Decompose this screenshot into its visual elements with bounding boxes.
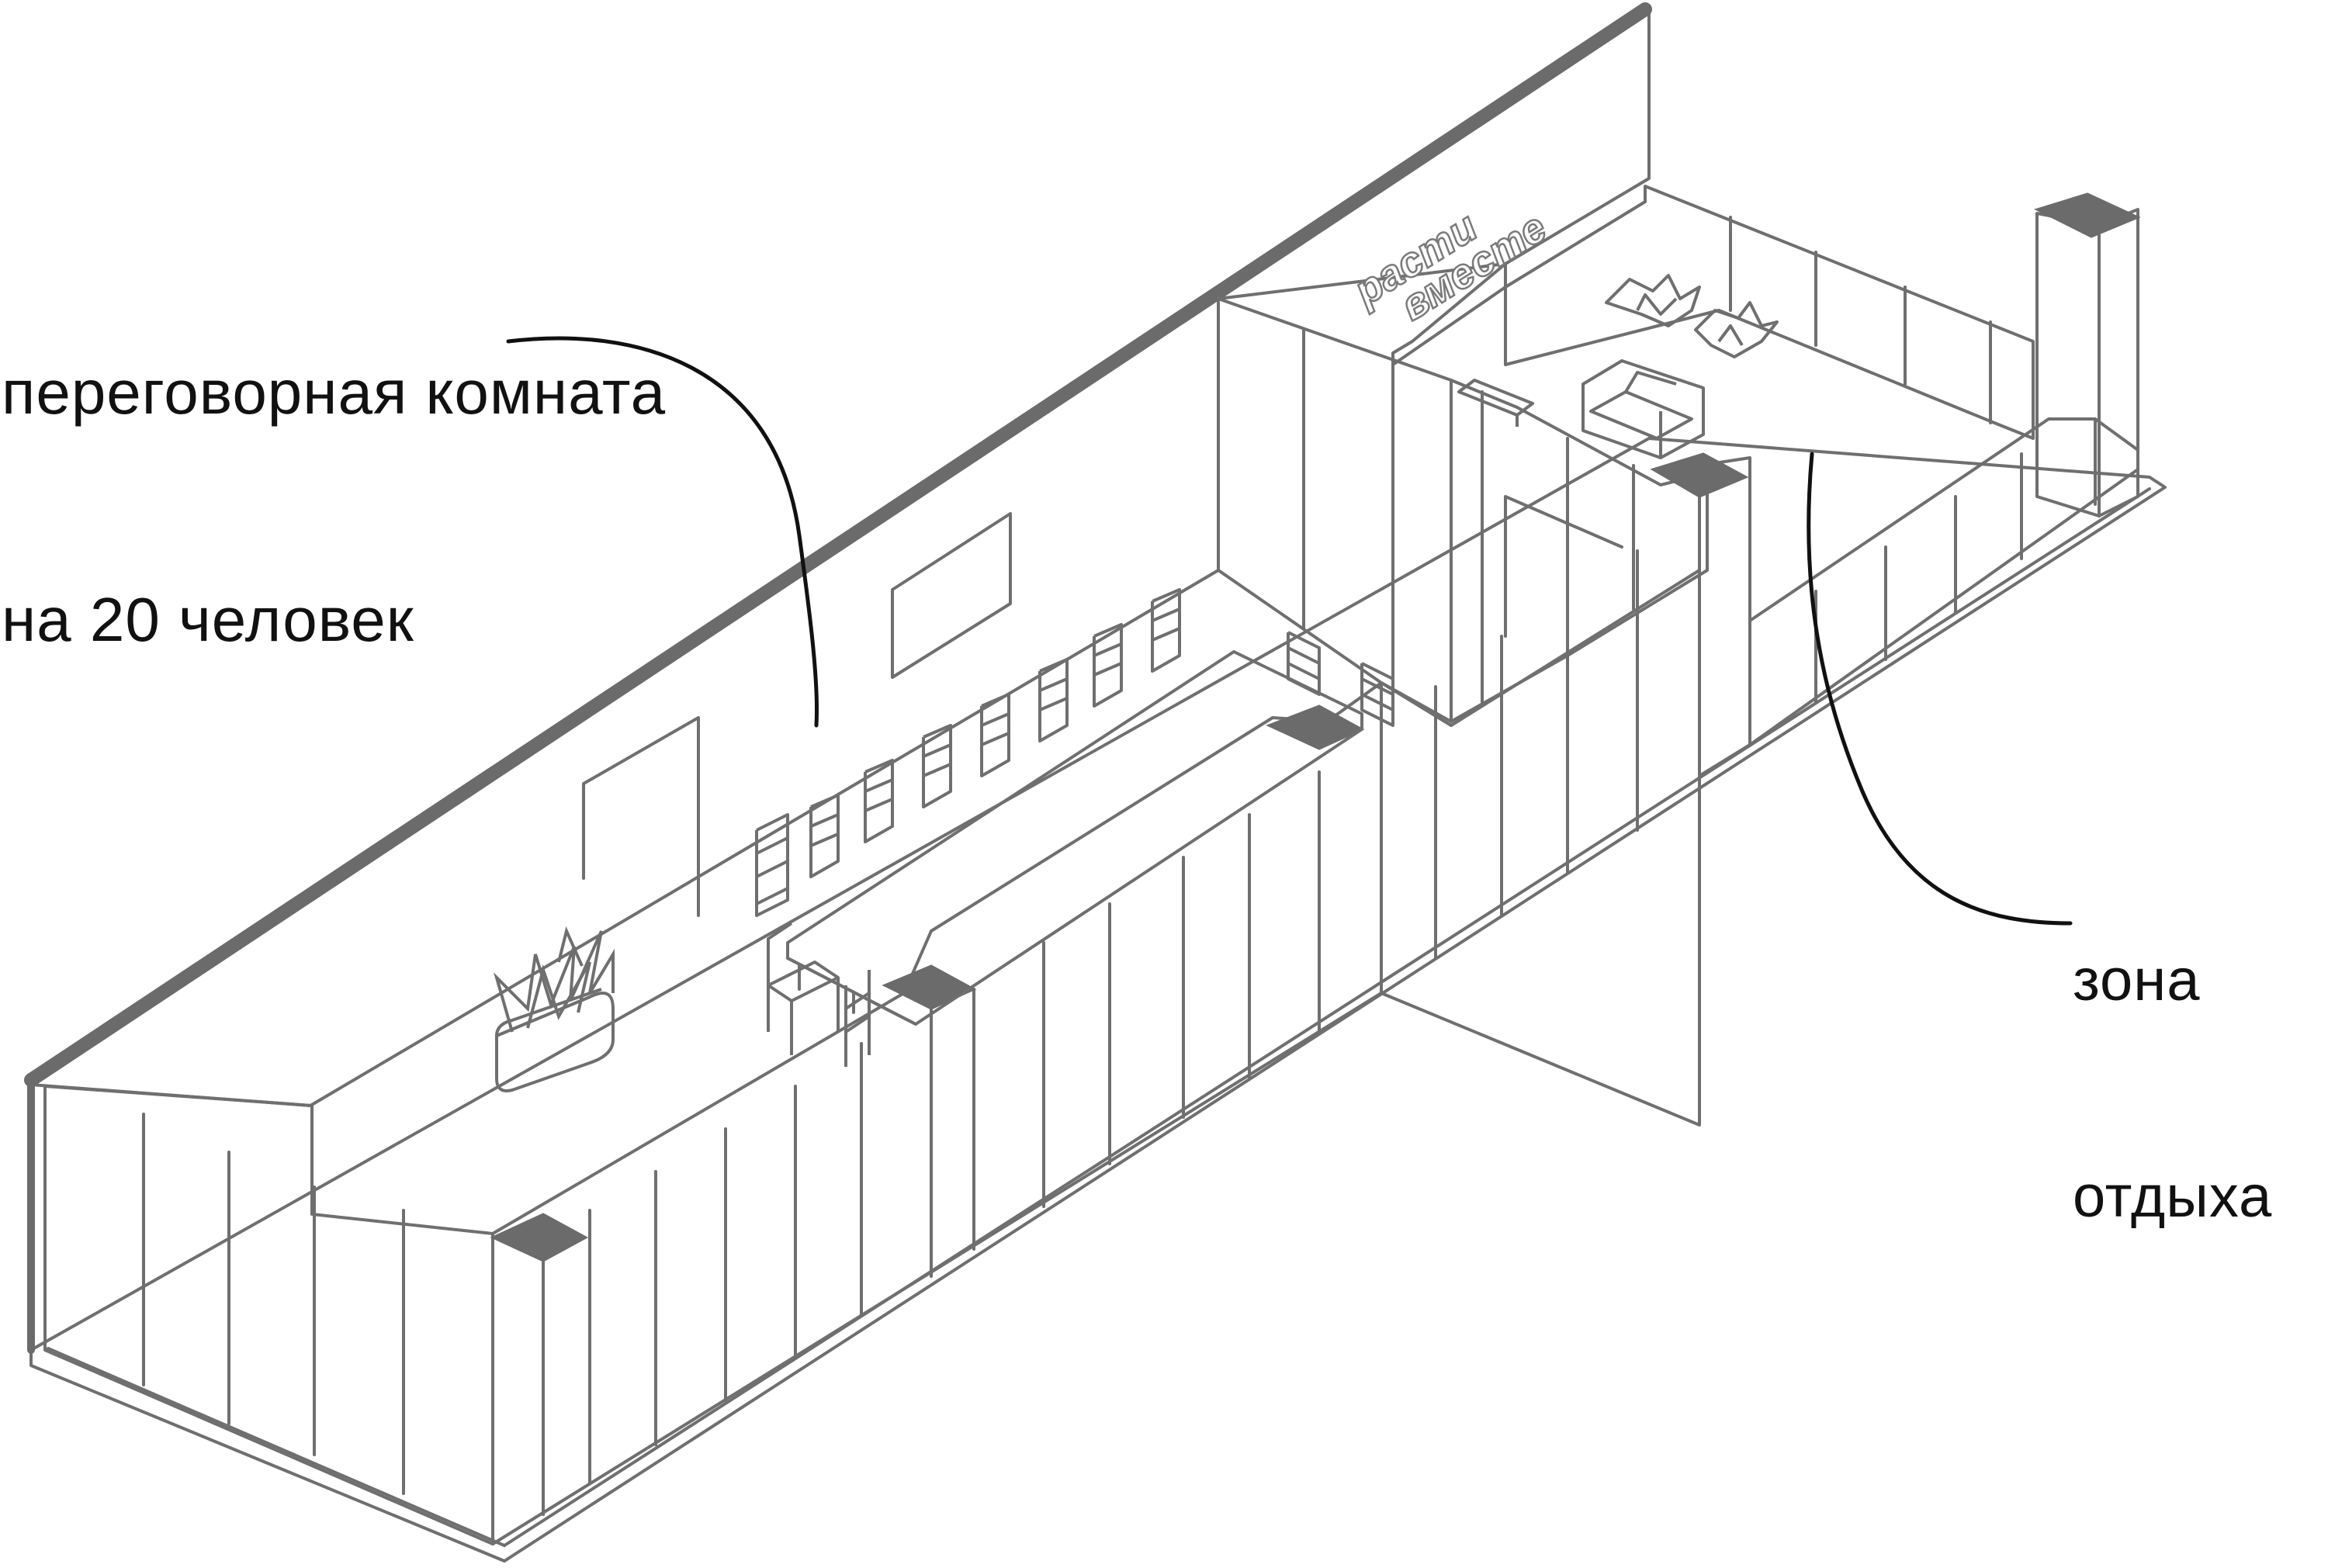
chair [1038, 658, 1069, 742]
lounge-plant [1694, 301, 1779, 358]
partition-wall [1217, 297, 1453, 723]
armchair [1581, 359, 1705, 459]
meeting-room-label-line1: переговорная комната [2, 358, 667, 427]
chair-end [767, 922, 840, 1055]
meeting-room-label-line2: на 20 человек [2, 584, 414, 654]
lounge-back-wall [1391, 262, 1507, 366]
back-wall [29, 6, 1651, 1107]
lounge-label: зона отдыха [2073, 801, 2272, 1305]
plant-leaves [493, 926, 615, 1033]
chair [755, 813, 789, 917]
chairs-row [755, 588, 1394, 1067]
floor-base-outline [29, 437, 2167, 1563]
front-wall-lounge [1380, 569, 1701, 1127]
lounge-label-line2: отдыха [2073, 1163, 2273, 1230]
leader-line-meeting [506, 336, 819, 728]
floor-base-inner-edge-right [503, 487, 2151, 1547]
door-left [582, 716, 700, 917]
chair [1093, 623, 1123, 708]
lounge-bench [1457, 379, 1534, 427]
chair [864, 759, 894, 843]
column-cap [882, 964, 977, 1010]
wall-screen [891, 512, 1012, 679]
lounge-label-line1: зона [2073, 947, 2201, 1014]
column-cap [1266, 704, 1365, 750]
back-wall-top-cap [24, 2, 1652, 1087]
partition-wall-2 [1450, 379, 1709, 723]
front-wall-meeting [491, 681, 1383, 1546]
chair [1151, 588, 1181, 673]
meeting-table-edge [786, 957, 917, 1026]
chair [809, 794, 840, 878]
front-wall-lounge-3 [1748, 417, 2139, 746]
lounge-plant [1605, 274, 1701, 327]
planter [493, 926, 615, 1092]
chair [1360, 662, 1394, 727]
left-end-wall [43, 1085, 494, 1546]
chair [1287, 631, 1321, 696]
column-cap [490, 1213, 589, 1262]
column-cap [1650, 452, 1749, 498]
chair [922, 724, 952, 808]
leader-line-lounge [1807, 452, 2073, 926]
column-cap [2033, 192, 2141, 238]
floor-base-inner-edge [47, 1347, 506, 1547]
meeting-room-label: переговорная комната на 20 человек [2, 203, 666, 733]
wall-sign: расти вместе [1344, 202, 1556, 331]
chair [980, 693, 1010, 777]
door-lounge [1504, 495, 1623, 638]
chair-end [844, 970, 871, 1067]
